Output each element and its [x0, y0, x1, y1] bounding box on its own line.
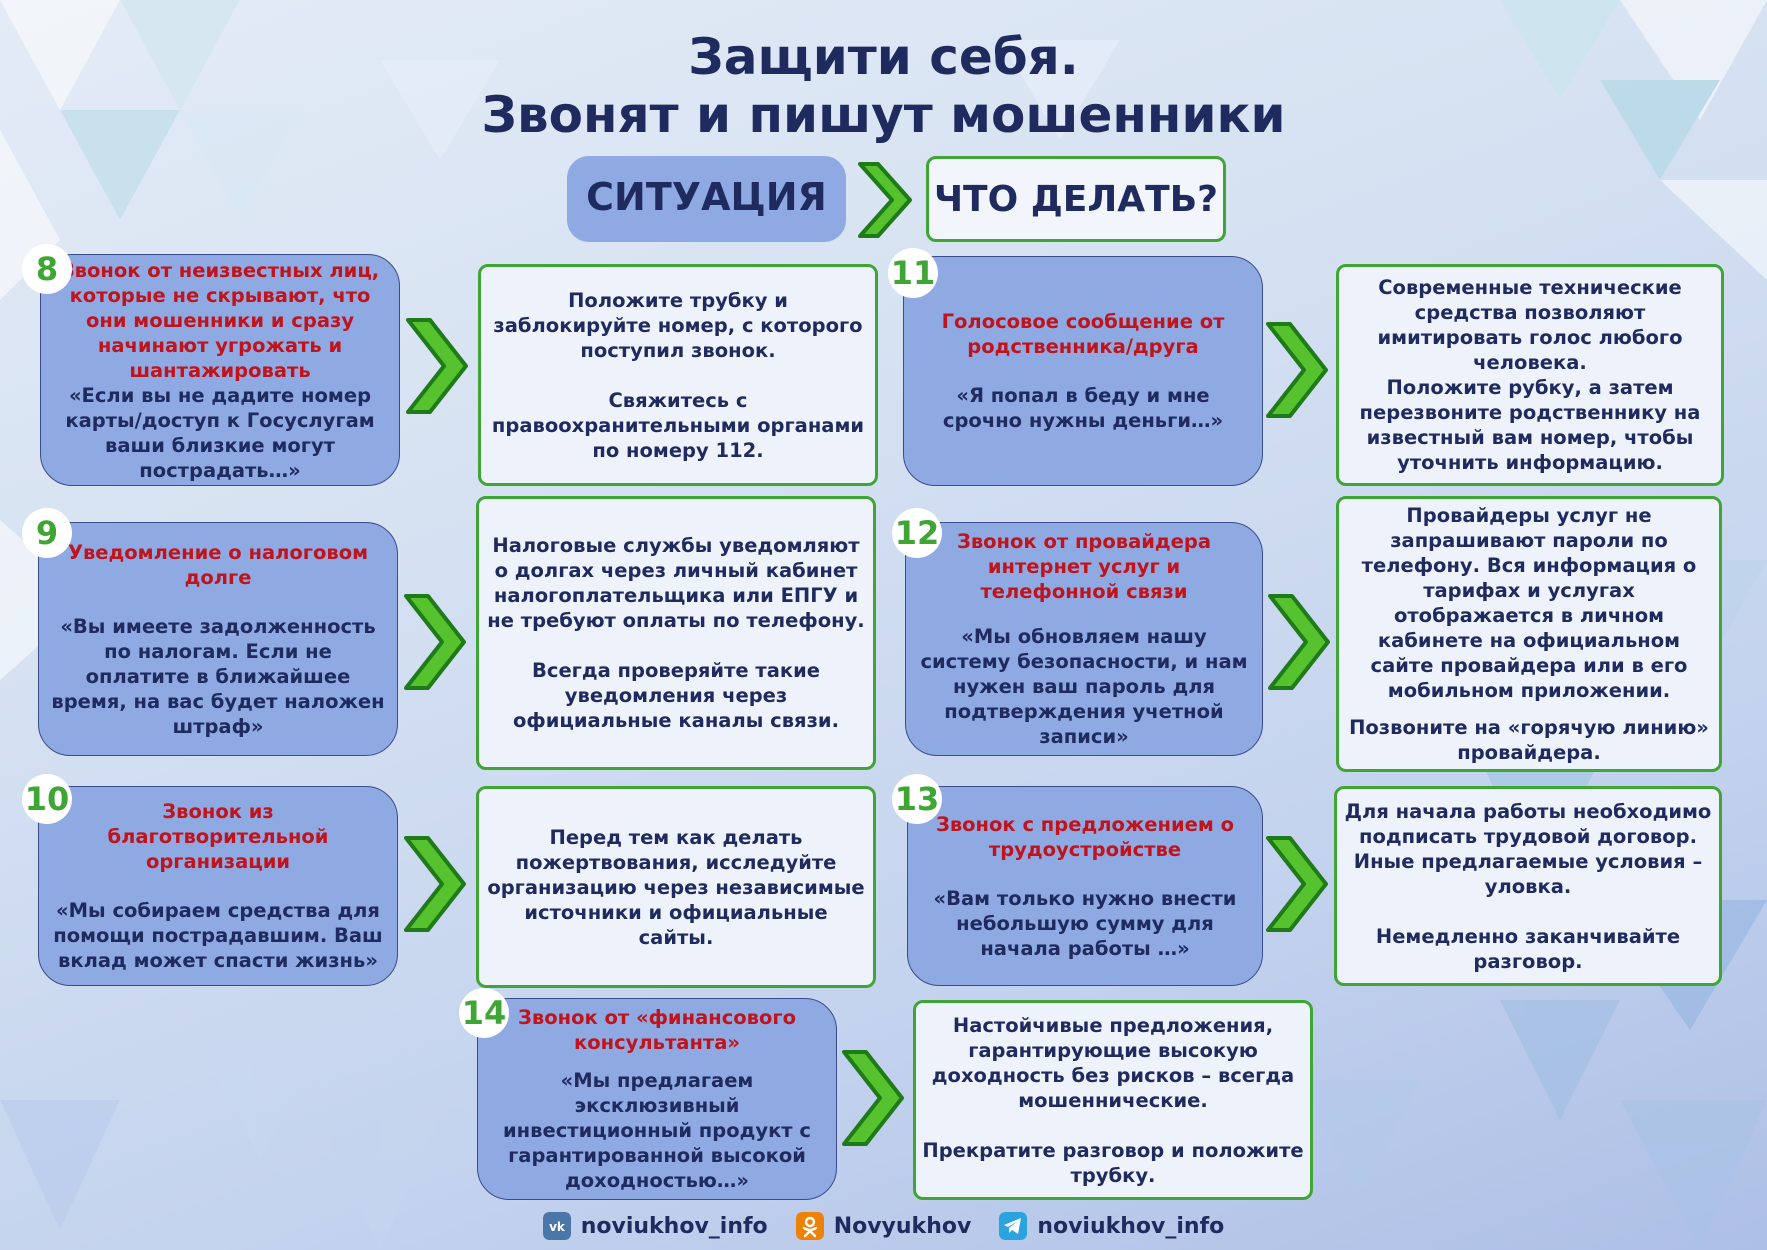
title-line-1: Защити себя.: [688, 28, 1079, 86]
answer-text: Положите трубку и заблокируйте номер, с …: [493, 288, 863, 362]
answer-text: Всегда проверяйте такие уведомления чере…: [513, 659, 839, 732]
situation-title: Звонок от «финансового консультанта»: [518, 1006, 796, 1054]
answer-card-12: Провайдеры услуг не запрашивают пароли п…: [1336, 496, 1722, 772]
header-arrow-icon: [858, 162, 912, 238]
arrow-right-icon: [406, 318, 468, 414]
arrow-right-icon: [842, 1050, 904, 1146]
social-link-ok[interactable]: Novyukhov: [795, 1210, 972, 1242]
social-link-vk[interactable]: vk noviukhov_info: [542, 1210, 768, 1242]
case-number-badge: 10: [22, 774, 72, 824]
page-title: Защити себя. Звонят и пишут мошенники: [0, 28, 1767, 144]
answer-text: Настойчивые предложения, гарантирующие в…: [931, 1013, 1295, 1112]
situation-quote: «Мы обновляем нашу систему безопасности,…: [920, 625, 1248, 748]
arrow-right-icon: [1268, 594, 1330, 690]
answer-card-8: Положите трубку и заблокируйте номер, с …: [478, 264, 878, 486]
arrow-right-icon: [404, 836, 466, 932]
telegram-icon: [999, 1212, 1028, 1240]
social-footer: vk noviukhov_info Novyukhov noviukhov_in…: [0, 1210, 1767, 1242]
situation-card-10: Звонок из благотворительной организации …: [38, 786, 398, 986]
answer-card-11: Современные технические средства позволя…: [1336, 264, 1724, 486]
situation-card-13: Звонок с предложением о трудоустройстве …: [907, 786, 1263, 986]
situation-quote: «Если вы не дадите номер карты/доступ к …: [65, 383, 375, 482]
social-label: noviukhov_info: [580, 1213, 768, 1239]
situation-title: Звонок с предложением о трудоустройстве: [935, 812, 1235, 861]
situation-card-11: Голосовое сообщение от родственника/друг…: [903, 256, 1263, 486]
answer-text: Налоговые службы уведомляют о долгах чер…: [487, 534, 865, 632]
situation-quote: «Мы предлагаем эксклюзивный инвестиционн…: [503, 1069, 811, 1192]
situation-quote: «Вы имеете задолженность по налогам. Есл…: [51, 614, 385, 738]
situation-card-9: Уведомление о налоговом долге «Вы имеете…: [38, 522, 398, 756]
situation-title: Звонок от провайдера интернет услуг и те…: [956, 530, 1212, 603]
social-label: Novyukhov: [833, 1213, 972, 1239]
title-line-2: Звонят и пишут мошенники: [481, 86, 1286, 144]
arrow-right-icon: [1266, 322, 1328, 418]
answer-text: Перед тем как делать пожертвования, иссл…: [487, 825, 865, 949]
situation-quote: «Мы собираем средства для помощи пострад…: [53, 899, 383, 972]
answer-text: Немедленно заканчивайте разговор.: [1375, 924, 1681, 973]
answer-card-10: Перед тем как делать пожертвования, иссл…: [476, 786, 876, 988]
situation-title: Уведомление о налоговом долге: [67, 540, 369, 589]
situation-card-14: Звонок от «финансового консультанта» «Мы…: [477, 998, 837, 1200]
answer-text: Прекратите разговор и положите трубку.: [922, 1138, 1304, 1187]
answer-card-14: Настойчивые предложения, гарантирующие в…: [913, 1000, 1313, 1200]
case-number-badge: 13: [892, 774, 942, 824]
answer-text: Свяжитесь с правоохранительными органами…: [491, 388, 865, 462]
arrow-right-icon: [404, 594, 466, 690]
case-number-badge: 8: [22, 244, 72, 294]
situation-title: Звонок от неизвестных лиц, которые не ск…: [60, 258, 380, 382]
answer-text: Для начала работы необходимо подписать т…: [1344, 799, 1712, 898]
answer-text: Положите рубку, а затем перезвоните родс…: [1359, 376, 1701, 474]
case-number-badge: 9: [22, 508, 72, 558]
answer-text: Позвоните на «горячую линию» провайдера.: [1349, 716, 1709, 764]
case-number-badge: 12: [892, 508, 942, 558]
case-number-badge: 11: [888, 248, 938, 298]
answer-text: Провайдеры услуг не запрашивают пароли п…: [1361, 504, 1697, 702]
case-number-badge: 14: [459, 988, 509, 1038]
answer-card-9: Налоговые службы уведомляют о долгах чер…: [476, 496, 876, 770]
situation-header: СИТУАЦИЯ: [567, 156, 846, 242]
svg-text:vk: vk: [549, 1220, 566, 1234]
answer-text: Современные технические средства позволя…: [1377, 276, 1683, 374]
situation-card-12: Звонок от провайдера интернет услуг и те…: [905, 522, 1263, 756]
social-link-telegram[interactable]: noviukhov_info: [999, 1210, 1224, 1242]
situation-card-8: Звонок от неизвестных лиц, которые не ск…: [40, 254, 400, 486]
odnoklassniki-icon: [795, 1212, 824, 1240]
arrow-right-icon: [1266, 836, 1328, 932]
situation-quote: «Вам только нужно внести небольшую сумму…: [933, 886, 1237, 960]
situation-title: Звонок из благотворительной организации: [107, 800, 329, 873]
what-to-do-header: ЧТО ДЕЛАТЬ?: [926, 156, 1226, 242]
situation-title: Голосовое сообщение от родственника/друг…: [941, 310, 1225, 358]
situation-quote: «Я попал в беду и мне срочно нужны деньг…: [942, 384, 1224, 432]
social-label: noviukhov_info: [1037, 1213, 1225, 1239]
answer-card-13: Для начала работы необходимо подписать т…: [1334, 786, 1722, 986]
vk-icon: vk: [542, 1212, 571, 1240]
